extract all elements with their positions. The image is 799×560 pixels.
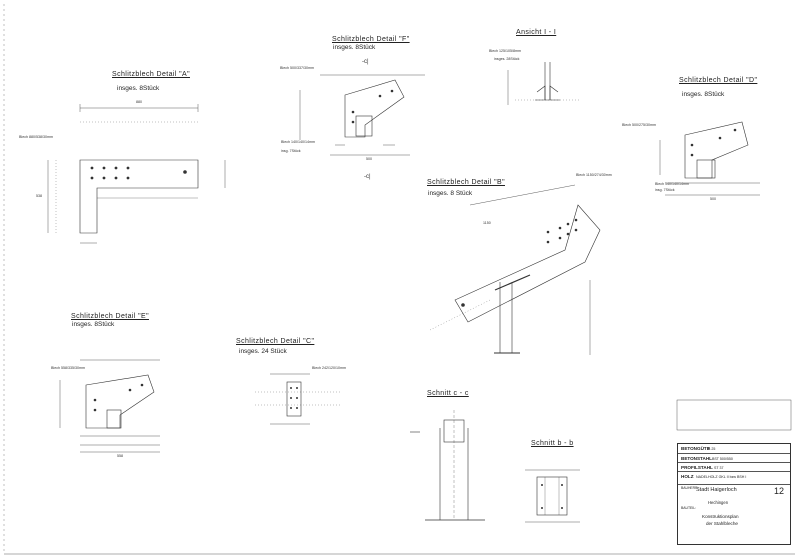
plan-title-line1: Konstruktionsplan (702, 514, 739, 519)
bauherr-label: BAUHERR: (681, 486, 699, 490)
detail-d-plate2: Blech 140/140/14mm (655, 182, 689, 186)
bauteil-label: BAUTEIL: (681, 506, 697, 510)
detail-a-count: insges. 8Stück (117, 85, 160, 92)
schnitt-cc-title: Schnitt c - c (427, 390, 469, 397)
detail-e-title: Schlitzblech Detail "E" (71, 313, 149, 320)
detail-e-drawing (59, 359, 160, 453)
plan-number: 12 (774, 486, 785, 496)
titleblock-label: HOLZ (681, 474, 694, 479)
detail-e-plate: Blech 558/335/30mm (51, 366, 85, 370)
titleblock-value: NADELHOLZ GKL II bzw BSH I (696, 475, 747, 479)
titleblock-label: PROFILSTAHL (681, 465, 713, 470)
detail-f-plate2-count: insg. 7Stück (281, 149, 301, 153)
detail-d-drawing (659, 121, 760, 196)
title-block: BETONGÜTE B 25 BETONSTAHL BST 500/550 PR… (677, 443, 791, 545)
detail-e-dim: 558 (117, 454, 123, 458)
detail-b-title: Schlitzblech Detail "B" (427, 179, 505, 186)
detail-d-title: Schlitzblech Detail "D" (679, 77, 758, 84)
detail-d-plate: Blech 500/275/30mm (622, 123, 656, 127)
schnitt-bb-drawing (525, 469, 580, 523)
detail-b-plate: Blech 1150/274/30mm (576, 173, 612, 177)
titleblock-label: BETONGÜTE (681, 446, 710, 451)
detail-a-title: Schlitzblech Detail "A" (112, 71, 190, 78)
detail-f-drawing (299, 74, 425, 156)
detail-b-count: insges. 8 Stück (428, 190, 473, 197)
detail-d-plate2-count: insg. 7Stück (655, 188, 675, 192)
titleblock-plan-area: BAUHERR: Stadt Haigerloch Hechingen BAUT… (678, 484, 790, 547)
detail-a-dim-left: 538 (36, 194, 42, 198)
ansicht-i-count: insges. 28Stück (494, 57, 520, 61)
titleblock-value: B 25 (708, 447, 716, 451)
detail-f-dim: 500 (366, 157, 372, 161)
detail-f-plate: Blech 500/337/30mm (280, 66, 314, 70)
plan-title-line2: der Stahlbleche (706, 521, 738, 526)
detail-b-dim: 1150 (483, 221, 491, 225)
detail-c-count: insges. 24 Stück (239, 348, 287, 355)
detail-f-count: insges. 8Stück (333, 44, 376, 51)
client-name: Stadt Haigerloch (696, 487, 737, 493)
titleblock-label: BETONSTAHL (681, 456, 712, 461)
client-address: Hechingen (708, 500, 729, 505)
titleblock-row-holz: HOLZ NADELHOLZ GKL II bzw BSH I (678, 471, 790, 481)
detail-f-plate2: Blech 140/140/14mm (281, 140, 315, 144)
ansicht-i-title: Ansicht I - I (516, 29, 557, 36)
titleblock-row-profilstahl: PROFILSTAHL ST 37 (678, 462, 790, 472)
section-marker-f-bottom: -c| (364, 174, 371, 180)
detail-e-count: insges. 8Stück (72, 321, 115, 328)
titleblock-value: BST 500/550 (712, 457, 733, 461)
detail-d-dim: 500 (710, 197, 716, 201)
detail-c-plate: Blech 242/120/10mm (312, 366, 346, 370)
detail-f-title: Schlitzblech Detail "F" (332, 36, 410, 43)
titleblock-row-betongute: BETONGÜTE B 25 (678, 444, 790, 453)
detail-b-drawing (429, 184, 601, 355)
detail-c-drawing (255, 373, 340, 425)
titleblock-value: ST 37 (714, 466, 724, 470)
titleblock-row-betonstahl: BETONSTAHL BST 500/550 (678, 453, 790, 463)
schnitt-bb-title: Schnitt b - b (531, 440, 574, 447)
detail-c-title: Schlitzblech Detail "C" (236, 338, 315, 345)
section-marker-f-top: -c| (362, 59, 369, 65)
ansicht-i-plate: Blech 125/105/8mm (489, 49, 521, 53)
detail-a-drawing (47, 104, 226, 244)
detail-d-count: insges. 8Stück (682, 91, 725, 98)
ansicht-i-drawing (507, 62, 580, 105)
detail-a-plate: Blech 880/538/30mm (19, 135, 53, 139)
schnitt-cc-drawing (410, 410, 485, 521)
detail-a-dim-top: 880 (136, 100, 142, 104)
